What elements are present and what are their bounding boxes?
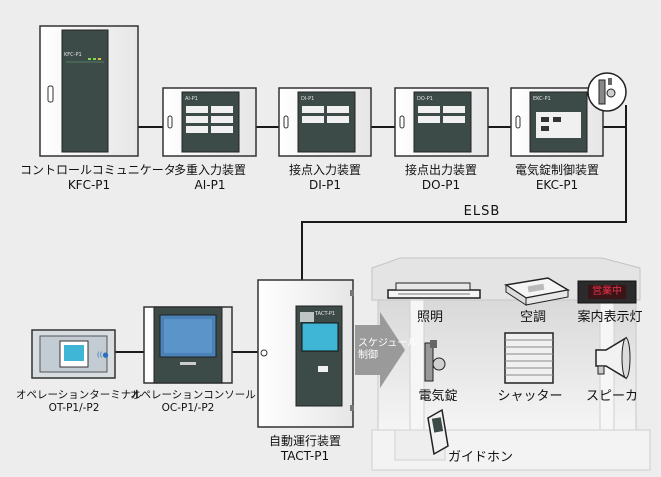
do-label: 接点出力装置 DO-P1 [391, 163, 491, 193]
ai-unit[interactable] [162, 87, 257, 157]
oc-label: オペレーションコンソール OC-P1/-P2 [130, 389, 256, 415]
ekc-unit[interactable] [510, 87, 604, 157]
tact-model: TACT-P1 [280, 449, 330, 463]
lighting-icon [387, 282, 481, 299]
schedule-arrow [355, 312, 405, 388]
schedule-arrow-line2: 制御 [358, 350, 378, 361]
kfc-panel-tag: KFC-P1 [64, 52, 82, 58]
elsb-bus-label: ELSB [463, 204, 501, 219]
sign-board-icon [577, 280, 637, 304]
kfc-model: KFC-P1 [67, 178, 111, 192]
speaker-icon [595, 336, 631, 380]
svg-text:((●: ((● [97, 351, 109, 359]
ai-name: 多重入力装置 [173, 163, 246, 177]
ekc-name: 電気錠制御装置 [514, 163, 599, 177]
oc-name: オペレーションコンソール [130, 389, 256, 401]
do-unit[interactable] [394, 87, 489, 157]
oc-console[interactable] [143, 306, 233, 384]
tact-name: 自動運行装置 [268, 434, 341, 448]
do-model: DO-P1 [421, 178, 461, 192]
kfc-name: コントロールコミュニケータ [20, 163, 176, 177]
shutter-icon [504, 332, 554, 384]
ot-label: オペレーションターミナル OT-P1/-P2 [16, 389, 142, 415]
connection-lines [115, 105, 627, 353]
di-label: 接点入力装置 DI-P1 [275, 163, 375, 193]
ai-model: AI-P1 [194, 178, 226, 192]
aircon-label: 空調 [519, 310, 546, 325]
tact-cabinet[interactable] [257, 279, 354, 428]
speaker-label: スピーカ [585, 389, 638, 404]
lock-label: 電気錠 [418, 389, 458, 404]
electric-lock-bubble-icon [587, 72, 627, 112]
shutter-label: シャッター [497, 389, 563, 404]
ekc-label: 電気錠制御装置 EKC-P1 [500, 163, 614, 193]
sign-label: 案内表示灯 [577, 310, 643, 325]
ot-name: オペレーションターミナル [16, 389, 142, 401]
kfc-cabinet[interactable] [39, 25, 139, 157]
elsb-bus-line [301, 105, 627, 280]
lighting-label: 照明 [416, 310, 443, 325]
guide-phone-label: ガイドホン [448, 450, 514, 465]
schedule-arrow-text: スケジュール 制御 [358, 338, 418, 362]
do-name: 接点出力装置 [404, 163, 477, 177]
ai-panel-tag: AI-P1 [185, 96, 198, 102]
tact-panel-tag: TACT-P1 [315, 311, 336, 317]
ot-model: OT-P1/-P2 [48, 402, 100, 414]
guide-phone-icon [427, 408, 449, 456]
ot-terminal[interactable]: ((● [31, 329, 116, 379]
aircon-icon [503, 277, 571, 306]
di-name: 接点入力装置 [288, 163, 361, 177]
di-panel-tag: DI-P1 [301, 96, 315, 102]
di-model: DI-P1 [309, 178, 341, 192]
schedule-arrow-line1: スケジュール [358, 338, 418, 349]
ekc-panel-tag: EKC-P1 [533, 96, 551, 102]
electric-lock-icon [424, 340, 446, 382]
ekc-model: EKC-P1 [535, 178, 579, 192]
oc-model: OC-P1/-P2 [161, 402, 215, 414]
di-unit[interactable] [278, 87, 372, 157]
sign-display-text: 営業中 [592, 286, 622, 297]
kfc-label: コントロールコミュニケータ KFC-P1 [20, 163, 176, 193]
do-panel-tag: DO-P1 [417, 96, 433, 102]
tact-label: 自動運行装置 TACT-P1 [250, 434, 360, 464]
ai-label: 多重入力装置 AI-P1 [160, 163, 260, 193]
